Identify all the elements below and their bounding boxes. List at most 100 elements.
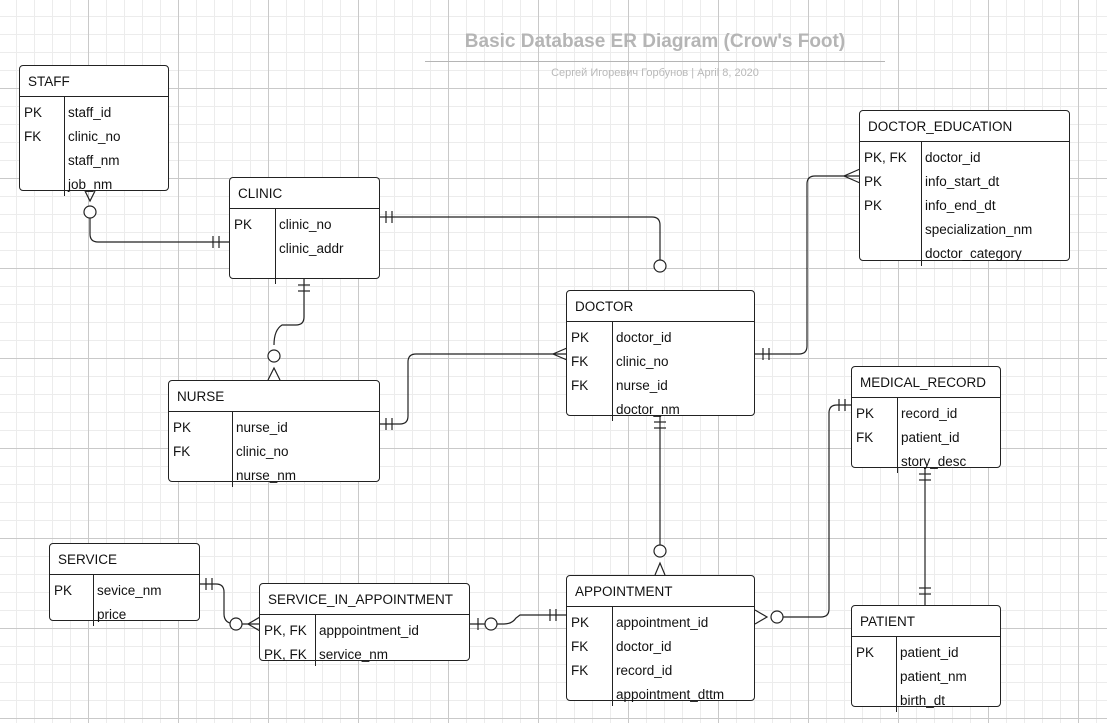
zero-mark (653, 544, 667, 558)
zero-mark (770, 610, 784, 624)
key-label (852, 665, 896, 689)
key-label: PK (54, 583, 73, 598)
key-column-divider (275, 209, 276, 284)
key-label: FK (571, 639, 589, 654)
attribute-row: PK doctor_id (567, 326, 754, 350)
attribute-row: appointment_dttm (567, 683, 754, 707)
key-label: FK (571, 378, 589, 393)
entity-name: DOCTOR_EDUCATION (860, 111, 1069, 142)
diagram-subtitle: Сергей Игоревич Горбунов | April 8, 2020 (551, 67, 759, 79)
entity-name: PATIENT (852, 606, 1000, 637)
attribute-row: PK, FK doctor_id (860, 146, 1069, 170)
attribute-row: price (50, 603, 199, 627)
zero-mark (267, 349, 281, 363)
key-label: PK, FK (864, 150, 907, 165)
attribute-row: story_desc (852, 450, 1000, 474)
key-column-divider (64, 97, 65, 196)
key-column-divider (315, 615, 316, 666)
key-label (567, 683, 612, 707)
relationship-line (380, 353, 567, 425)
key-label: PK (24, 105, 43, 120)
attribute-name: birth_dt (900, 693, 946, 708)
entity-name: MEDICAL_RECORD (852, 367, 1000, 398)
key-label (860, 242, 921, 266)
zero-mark (229, 617, 243, 631)
relationship-line (273, 279, 305, 346)
key-label: PK (856, 406, 875, 421)
key-column-divider (93, 575, 94, 626)
zero-mark (653, 259, 667, 273)
key-label (20, 149, 64, 173)
crows-foot-mark (246, 616, 261, 632)
key-column-divider (921, 142, 922, 266)
zero-mark (83, 205, 97, 219)
attribute-row: FK nurse_id (567, 374, 754, 398)
key-label: PK (856, 645, 875, 660)
attribute-name: doctor_category (925, 246, 1022, 261)
attribute-name: service_nm (319, 647, 389, 662)
key-label: FK (24, 129, 42, 144)
attribute-row: FK clinic_no (567, 350, 754, 374)
attribute-name: doctor_id (616, 330, 672, 345)
relationship-line (755, 175, 860, 355)
relationship-line (200, 583, 260, 625)
zero-mark (484, 617, 498, 631)
key-label: FK (571, 354, 589, 369)
attribute-name: doctor_id (616, 639, 672, 654)
attribute-row: specialization_nm (860, 218, 1069, 242)
key-label (852, 450, 897, 474)
key-label: PK (571, 330, 590, 345)
attribute-row: job_nm (20, 173, 168, 197)
attribute-name: patient_nm (900, 669, 967, 684)
crows-foot-mark (754, 609, 769, 625)
key-column-divider (612, 607, 613, 706)
crows-foot-mark (842, 168, 861, 184)
entity-name: APPOINTMENT (567, 576, 754, 607)
attribute-row: staff_nm (20, 149, 168, 173)
attribute-name: appointment_id (616, 615, 709, 630)
attribute-name: doctor_id (925, 150, 981, 165)
crows-foot-mark (551, 347, 568, 361)
entity-patient[interactable]: PATIENT PK patient_id patient_nm birth_dt (851, 605, 1001, 712)
relationship-line (772, 404, 852, 618)
crows-foot-mark (654, 561, 666, 576)
diagram-title: Basic Database ER Diagram (Crow's Foot) (464, 31, 846, 52)
attribute-name: clinic_no (68, 129, 121, 144)
attribute-name: clinic_no (236, 444, 289, 459)
attribute-name: appointment_dttm (616, 687, 725, 702)
key-label (567, 398, 612, 422)
relationship-line (380, 216, 661, 260)
attribute-row: doctor_category (860, 242, 1069, 266)
key-label: PK (571, 615, 590, 630)
relationship-line (470, 614, 567, 625)
attribute-row: nurse_nm (169, 464, 379, 488)
attribute-name: clinic_no (279, 217, 332, 232)
relationship-line (89, 207, 230, 243)
attribute-row: FK doctor_id (567, 635, 754, 659)
attribute-name: staff_nm (68, 153, 120, 168)
attribute-name: nurse_id (616, 378, 668, 393)
attribute-name: clinic_no (616, 354, 669, 369)
attribute-name: info_end_dt (925, 198, 996, 213)
attribute-row: PK record_id (852, 402, 1000, 426)
entity-name: SERVICE_IN_APPOINTMENT (260, 584, 469, 615)
attribute-name: record_id (901, 406, 958, 421)
attribute-name: patient_id (900, 645, 959, 660)
key-label: PK (173, 420, 192, 435)
